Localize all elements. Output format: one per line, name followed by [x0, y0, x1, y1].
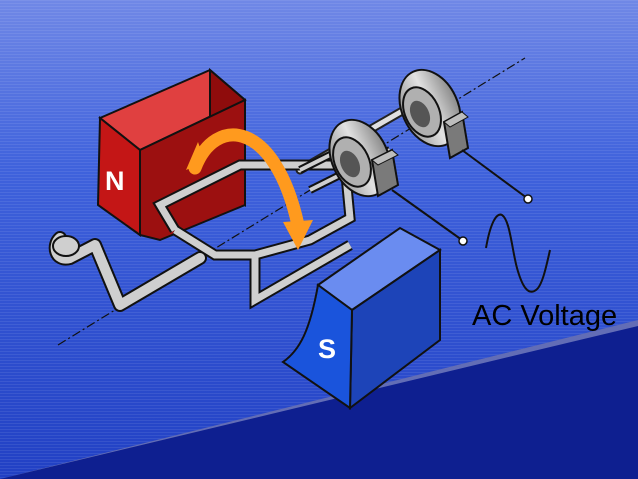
armature-coil [152, 146, 392, 310]
north-pole-label: N [105, 166, 125, 196]
south-magnet: S [281, 226, 442, 411]
brush-back [442, 110, 470, 160]
sine-wave [485, 213, 551, 293]
output-terminal-back [523, 194, 533, 204]
output-terminal-front [458, 236, 468, 246]
ac-voltage-label: AC Voltage [472, 300, 617, 332]
background-dark-wedge [0, 320, 638, 479]
brush-front [370, 148, 400, 198]
background-wedge-edge [0, 320, 638, 479]
output-wire-front [391, 189, 463, 241]
hand-crank [48, 231, 207, 312]
rotation-arrow [186, 128, 313, 250]
output-wire-back [461, 149, 528, 199]
south-pole-label: S [318, 334, 336, 364]
